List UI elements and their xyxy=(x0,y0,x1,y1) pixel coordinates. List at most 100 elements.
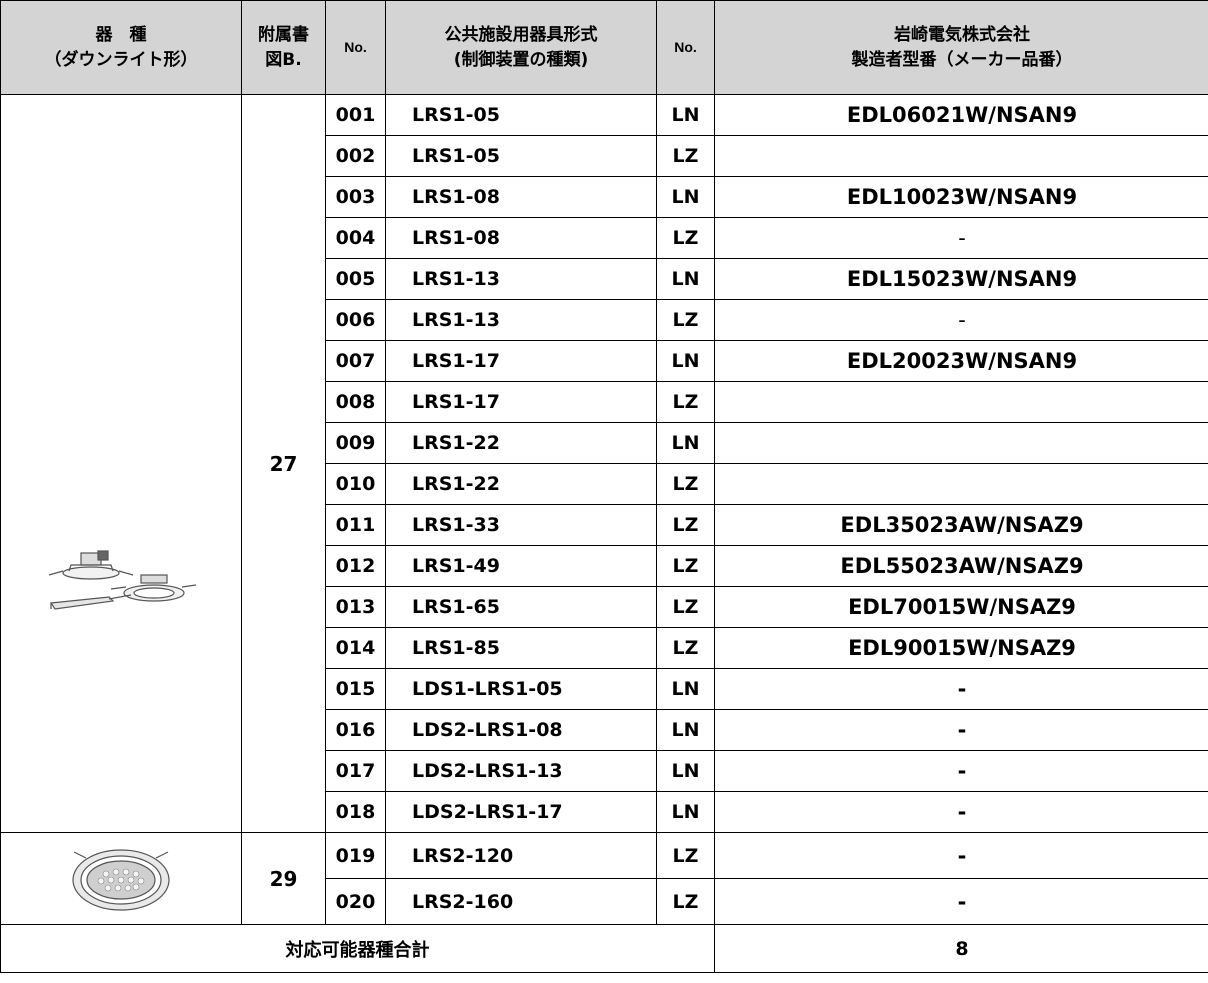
row-number: 019 xyxy=(325,832,386,879)
total-label: 対応可能器種合計 xyxy=(0,924,715,973)
fixture-type: LRS1-22 xyxy=(385,463,657,505)
control-type: LN xyxy=(656,176,715,218)
row-number: 008 xyxy=(325,381,386,423)
header-figure: 附属書 図B. xyxy=(241,0,326,95)
fixture-type: LRS1-05 xyxy=(385,135,657,177)
header-control-no: No. xyxy=(656,0,715,95)
maker-part-number: - xyxy=(714,878,1208,925)
control-type: LZ xyxy=(656,586,715,628)
fixture-type: LRS1-65 xyxy=(385,586,657,628)
control-type: LZ xyxy=(656,545,715,587)
fixture-type: LRS1-13 xyxy=(385,258,657,300)
control-type: LZ xyxy=(656,463,715,505)
maker-part-number xyxy=(714,381,1208,423)
fixture-type: LDS1-LRS1-05 xyxy=(385,668,657,710)
fixture-type: LDS2-LRS1-13 xyxy=(385,750,657,792)
fixture-type: LDS2-LRS1-08 xyxy=(385,709,657,751)
control-type: LN xyxy=(656,258,715,300)
control-type: LZ xyxy=(656,627,715,669)
maker-part-number: EDL15023W/NSAN9 xyxy=(714,258,1208,300)
control-type: LZ xyxy=(656,504,715,546)
control-type: LN xyxy=(656,750,715,792)
maker-part-number: - xyxy=(714,709,1208,751)
row-number: 018 xyxy=(325,791,386,833)
downlight-with-power-unit-illustration xyxy=(48,549,197,610)
fixture-type: LRS1-13 xyxy=(385,299,657,341)
row-number: 009 xyxy=(325,422,386,464)
row-number: 001 xyxy=(325,94,386,136)
maker-part-number: EDL55023AW/NSAZ9 xyxy=(714,545,1208,587)
row-number: 011 xyxy=(325,504,386,546)
fixture-type: LRS1-17 xyxy=(385,340,657,382)
control-type: LZ xyxy=(656,832,715,879)
control-type: LN xyxy=(656,94,715,136)
header-no: No. xyxy=(325,0,386,95)
maker-part-number: - xyxy=(714,832,1208,879)
row-number: 020 xyxy=(325,878,386,925)
header-row: 器 種 （ダウンライト形） 附属書 図B. No. 公共施設用器具形式 (制御装… xyxy=(0,0,1208,95)
row-number: 005 xyxy=(325,258,386,300)
row-number: 003 xyxy=(325,176,386,218)
control-type: LN xyxy=(656,709,715,751)
maker-part-number: - xyxy=(714,750,1208,792)
fixture-type: LRS1-85 xyxy=(385,627,657,669)
figure-number: 27 xyxy=(241,94,326,833)
maker-part-number xyxy=(714,422,1208,464)
header-kind: 器 種 （ダウンライト形） xyxy=(0,0,242,95)
total-count: 8 xyxy=(714,924,1208,973)
row-number: 015 xyxy=(325,668,386,710)
control-type: LN xyxy=(656,422,715,464)
header-type: 公共施設用器具形式 (制御装置の種類) xyxy=(385,0,657,95)
row-number: 010 xyxy=(325,463,386,505)
fixture-type: LRS2-120 xyxy=(385,832,657,879)
row-number: 007 xyxy=(325,340,386,382)
figure-number: 29 xyxy=(241,832,326,925)
row-number: 006 xyxy=(325,299,386,341)
maker-part-number: - xyxy=(714,299,1208,341)
control-type: LZ xyxy=(656,217,715,259)
fixture-image-cell xyxy=(0,94,242,833)
maker-part-number: EDL06021W/NSAN9 xyxy=(714,94,1208,136)
control-type: LZ xyxy=(656,299,715,341)
total-row: 対応可能器種合計 8 xyxy=(0,924,1208,973)
control-type: LZ xyxy=(656,135,715,177)
maker-part-number: EDL35023AW/NSAZ9 xyxy=(714,504,1208,546)
row-number: 013 xyxy=(325,586,386,628)
maker-part-number: - xyxy=(714,791,1208,833)
header-maker: 岩崎電気株式会社 製造者型番（メーカー品番） xyxy=(714,0,1208,95)
control-type: LZ xyxy=(656,381,715,423)
row-number: 014 xyxy=(325,627,386,669)
control-type: LZ xyxy=(656,878,715,925)
fixture-type: LRS2-160 xyxy=(385,878,657,925)
control-type: LN xyxy=(656,668,715,710)
maker-part-number xyxy=(714,463,1208,505)
fixture-type: LRS1-49 xyxy=(385,545,657,587)
fixture-type: LRS1-22 xyxy=(385,422,657,464)
maker-part-number: - xyxy=(714,217,1208,259)
maker-part-number: EDL90015W/NSAZ9 xyxy=(714,627,1208,669)
row-number: 012 xyxy=(325,545,386,587)
maker-part-number: EDL20023W/NSAN9 xyxy=(714,340,1208,382)
maker-part-number: - xyxy=(714,668,1208,710)
fixture-type: LRS1-08 xyxy=(385,217,657,259)
fixture-type: LRS1-05 xyxy=(385,94,657,136)
fixture-type: LRS1-17 xyxy=(385,381,657,423)
control-type: LN xyxy=(656,791,715,833)
maker-part-number: EDL70015W/NSAZ9 xyxy=(714,586,1208,628)
fixture-type: LRS1-08 xyxy=(385,176,657,218)
fixture-type: LDS2-LRS1-17 xyxy=(385,791,657,833)
